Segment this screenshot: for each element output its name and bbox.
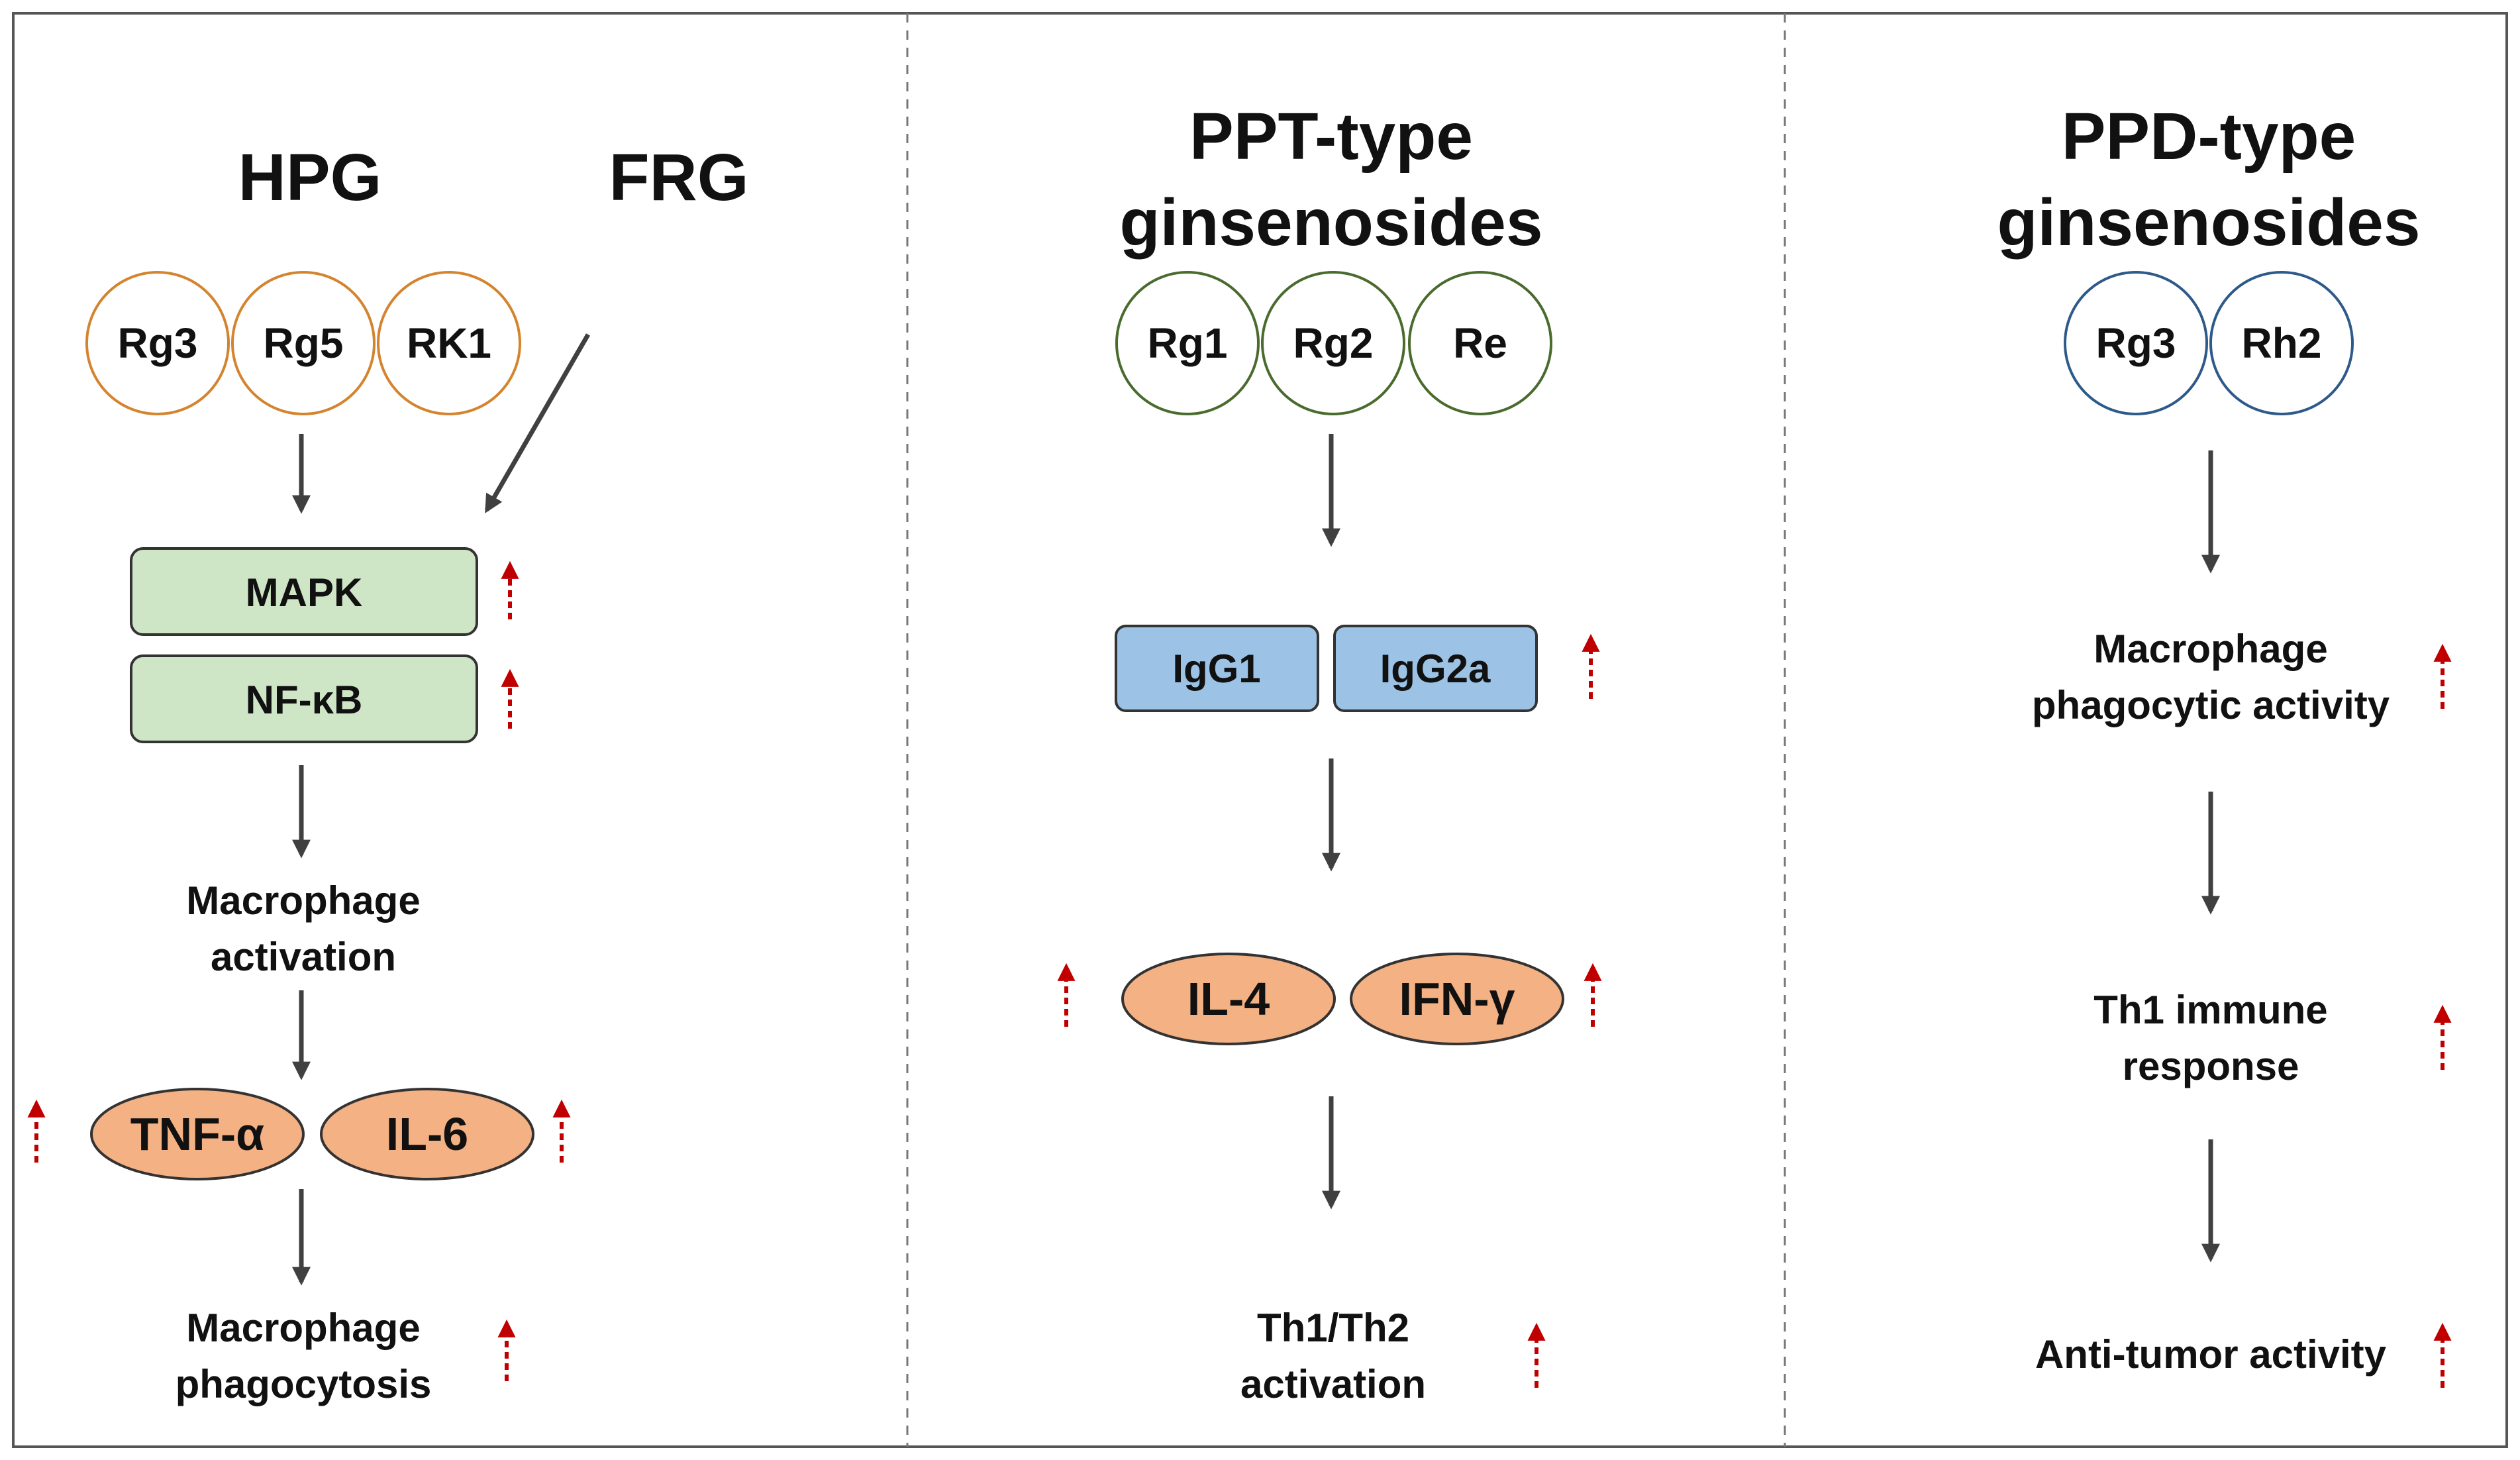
circle-re [1408,271,1552,415]
box-nfkb [130,654,478,743]
label-macrophage-activation-1: Macrophage [186,878,420,923]
hpg-title: HPG [238,140,382,215]
label-rg1: Rg1 [1148,319,1228,367]
oval-il4 [1121,953,1336,1045]
label-macrophage-activation-2: activation [211,935,396,979]
label-th1-response-1: Th1 immune [2093,988,2327,1032]
circle-rk1 [377,271,521,415]
label-phagocytic-2: phagocytic activity [2032,683,2390,727]
label-igg1: IgG1 [1172,647,1260,691]
label-rg3: Rg3 [118,319,198,367]
label-phagocytic-1: Macrophage [2093,627,2327,671]
outer-frame [12,12,2508,1448]
label-rk1: RK1 [407,319,491,367]
label-phagocytosis-2: phagocytosis [176,1362,432,1406]
arrow-frg-to-mapk [484,333,591,513]
circle-rh2 [2209,271,2354,415]
label-il6: IL-6 [386,1108,468,1160]
circle-rg1 [1115,271,1260,415]
ppd-title-2: ginsenosides [1997,185,2420,260]
label-th1th2-2: activation [1240,1362,1426,1406]
frg-title: FRG [609,140,748,215]
oval-tnf-alpha [90,1088,305,1180]
ppd-title-1: PPD-type [2062,99,2356,174]
label-phagocytosis-1: Macrophage [186,1306,420,1350]
box-mapk [130,547,478,636]
label-rg5: Rg5 [264,319,344,367]
label-nfkb: NF-κB [246,678,363,722]
panel-hpg: HPG FRG Rg3 Rg5 RK1 MAPK NF-κB Macrophag… [27,140,749,1406]
ppt-title-2: ginsenosides [1119,185,1542,260]
box-igg2a [1333,625,1538,712]
label-anti-tumor: Anti-tumor activity [2035,1332,2387,1377]
label-th1th2-1: Th1/Th2 [1257,1306,1409,1350]
circle-rg2 [1261,271,1405,415]
label-re: Re [1453,319,1507,367]
label-tnf-alpha: TNF-α [130,1108,264,1160]
label-igg2a: IgG2a [1380,647,1491,691]
label-mapk: MAPK [246,570,363,615]
ppt-title-1: PPT-type [1189,99,1473,174]
circle-rg3 [85,271,230,415]
circle-rg5 [231,271,376,415]
panel-ppt: PPT-type ginsenosides Rg1 Rg2 Re IgG1 Ig… [1057,99,1602,1406]
label-ifn-gamma: IFN-γ [1399,973,1515,1025]
label-rg3-ppd: Rg3 [2096,319,2176,367]
panel-ppd: PPD-type ginsenosides Rg3 Rh2 Macrophage… [1997,99,2452,1388]
label-il4: IL-4 [1187,973,1270,1025]
label-th1-response-2: response [2123,1044,2299,1088]
oval-ifn-gamma [1350,953,1564,1045]
box-igg1 [1115,625,1319,712]
oval-il6 [320,1088,534,1180]
label-rh2: Rh2 [2242,319,2322,367]
label-rg2: Rg2 [1293,319,1374,367]
circle-rg3-ppd [2064,271,2208,415]
